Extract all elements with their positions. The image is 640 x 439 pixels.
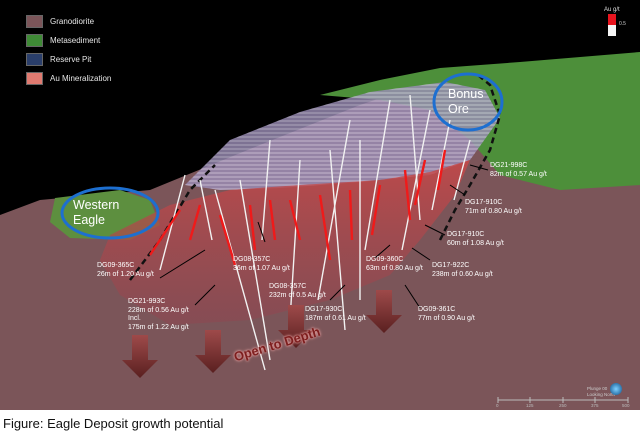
legend-label: Au Mineralization (50, 74, 112, 83)
legend-swatch (26, 72, 43, 85)
legend-item-reserve-pit: Reserve Pit (26, 50, 111, 69)
envelope-dashed-outline-east (438, 74, 502, 241)
legend-item-granodiorite: Granodiorite (26, 12, 111, 31)
bonus-ore-ellipse (432, 72, 504, 132)
legend-swatch (26, 53, 43, 66)
drill-label: DG21-993C 228m of 0.56 Au g/t Incl. 175m… (128, 298, 189, 331)
reserve-pit-shell (185, 82, 500, 190)
drill-label: DG17-910C 71m of 0.80 Au g/t (465, 199, 522, 215)
drill-label: DG17-922C 238m of 0.60 Au g/t (432, 262, 493, 278)
legend-item-metasediment: Metasediment (26, 31, 111, 50)
scale-tick: 250 (559, 403, 567, 408)
view-orientation: Plunge 00 Looking North (587, 386, 616, 397)
drill-label: DG08-357C 232m of 0.5 Au g/t (269, 283, 326, 299)
western-eagle-ellipse (60, 186, 160, 240)
high-grade-intervals (149, 149, 447, 266)
drill-label: DG09-361C 77m of 0.90 Au g/t (418, 306, 475, 322)
drill-label: DG17-930C 187m of 0.61 Au g/t (305, 306, 366, 322)
legend-label: Reserve Pit (50, 55, 92, 64)
drill-label: DG09-360C 63m of 0.80 Au g/t (366, 256, 423, 272)
figure-caption: Figure: Eagle Deposit growth potential (3, 416, 224, 431)
drill-label: DG09-365C 26m of 1.20 Au g/t (97, 262, 154, 278)
drill-label: DG21-998C 82m of 0.57 Au g/t (490, 162, 547, 178)
scale-tick: 500 (622, 403, 630, 408)
label-leaders (159, 164, 489, 309)
grade-color-scale (608, 14, 616, 36)
legend-item-au-mineralization: Au Mineralization (26, 69, 111, 88)
bonus-ore-label: Bonus Ore (448, 87, 484, 116)
drill-label: DG17-910C 60m of 1.08 Au g/t (447, 231, 504, 247)
legend: Granodiorite Metasediment Reserve Pit Au… (26, 12, 111, 88)
western-eagle-label: Western Eagle (73, 198, 120, 227)
scale-tick: 125 (526, 403, 534, 408)
grade-scale-value: 0.5 (619, 21, 626, 27)
scale-tick: 375 (591, 403, 599, 408)
legend-label: Granodiorite (50, 17, 95, 26)
map-scale-bar (497, 397, 629, 403)
legend-label: Metasediment (50, 36, 101, 45)
compass-icon (610, 383, 622, 395)
open-to-depth-arrows (122, 290, 402, 378)
legend-swatch (26, 34, 43, 47)
drill-label: DG08-357C 36m of 1.07 Au g/t (233, 256, 290, 272)
legend-swatch (26, 15, 43, 28)
deposit-section-view: Granodiorite Metasediment Reserve Pit Au… (0, 0, 640, 410)
scale-tick: 0 (496, 403, 499, 408)
section-graphic (0, 52, 640, 410)
grade-scale-title: Au g/t (604, 7, 620, 13)
